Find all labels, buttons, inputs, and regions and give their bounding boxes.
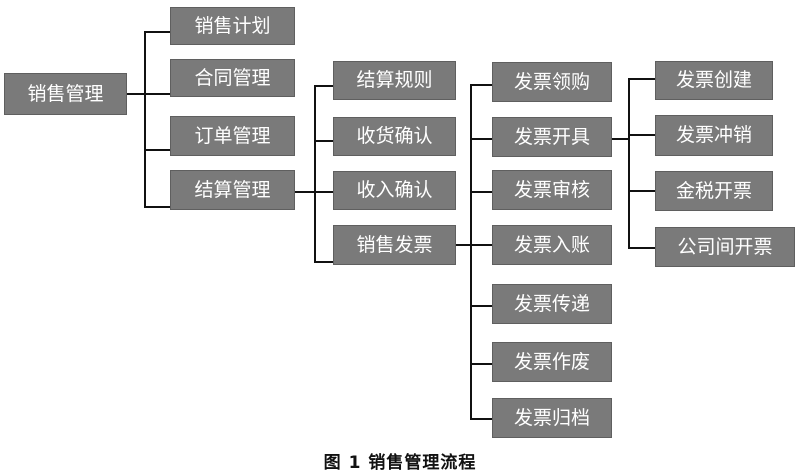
node-invoice-create: 发票创建 [655,61,773,100]
connector [628,134,655,136]
node-invoice-archive: 发票归档 [492,398,612,438]
node-sales-invoice: 销售发票 [333,225,456,265]
connector [144,31,170,33]
connector [628,247,655,249]
connector [470,363,492,365]
connector [470,305,492,307]
connector [127,93,145,95]
node-receipt-confirm: 收货确认 [333,117,456,156]
connector [470,138,492,140]
connector [470,84,492,86]
connector [470,418,492,420]
connector [628,190,655,192]
connector [628,78,630,249]
connector [314,191,333,193]
connector [470,84,472,420]
node-contract-mgmt: 合同管理 [170,59,295,97]
node-invoice-reverse: 发票冲销 [655,115,773,156]
node-revenue-confirm: 收入确认 [333,171,456,210]
node-invoice-review: 发票审核 [492,170,612,210]
connector [314,261,333,263]
node-invoice-void: 发票作废 [492,342,612,382]
connector [144,149,170,151]
node-settlement-mgmt: 结算管理 [170,170,295,210]
node-invoice-posting: 发票入账 [492,225,612,265]
connector [144,93,170,95]
figure-caption: 图 1 销售管理流程 [323,453,477,473]
connector [612,138,630,140]
node-sales-plan: 销售计划 [170,7,295,45]
node-settlement-rules: 结算规则 [333,61,456,100]
connector [456,244,472,246]
connector [294,191,316,193]
connector [144,206,170,208]
connector [144,31,146,207]
node-golden-tax-invoicing: 金税开票 [655,171,773,211]
connector [314,85,333,87]
node-invoice-purchase: 发票领购 [492,62,612,102]
node-invoice-issue: 发票开具 [492,117,612,157]
root-node: 销售管理 [4,73,127,115]
connector [470,244,492,246]
node-order-mgmt: 订单管理 [170,116,295,156]
connector [470,191,492,193]
connector [314,140,333,142]
node-invoice-delivery: 发票传递 [492,284,612,324]
node-intercompany-invoicing: 公司间开票 [655,227,795,267]
connector [314,85,316,263]
connector [628,78,655,80]
